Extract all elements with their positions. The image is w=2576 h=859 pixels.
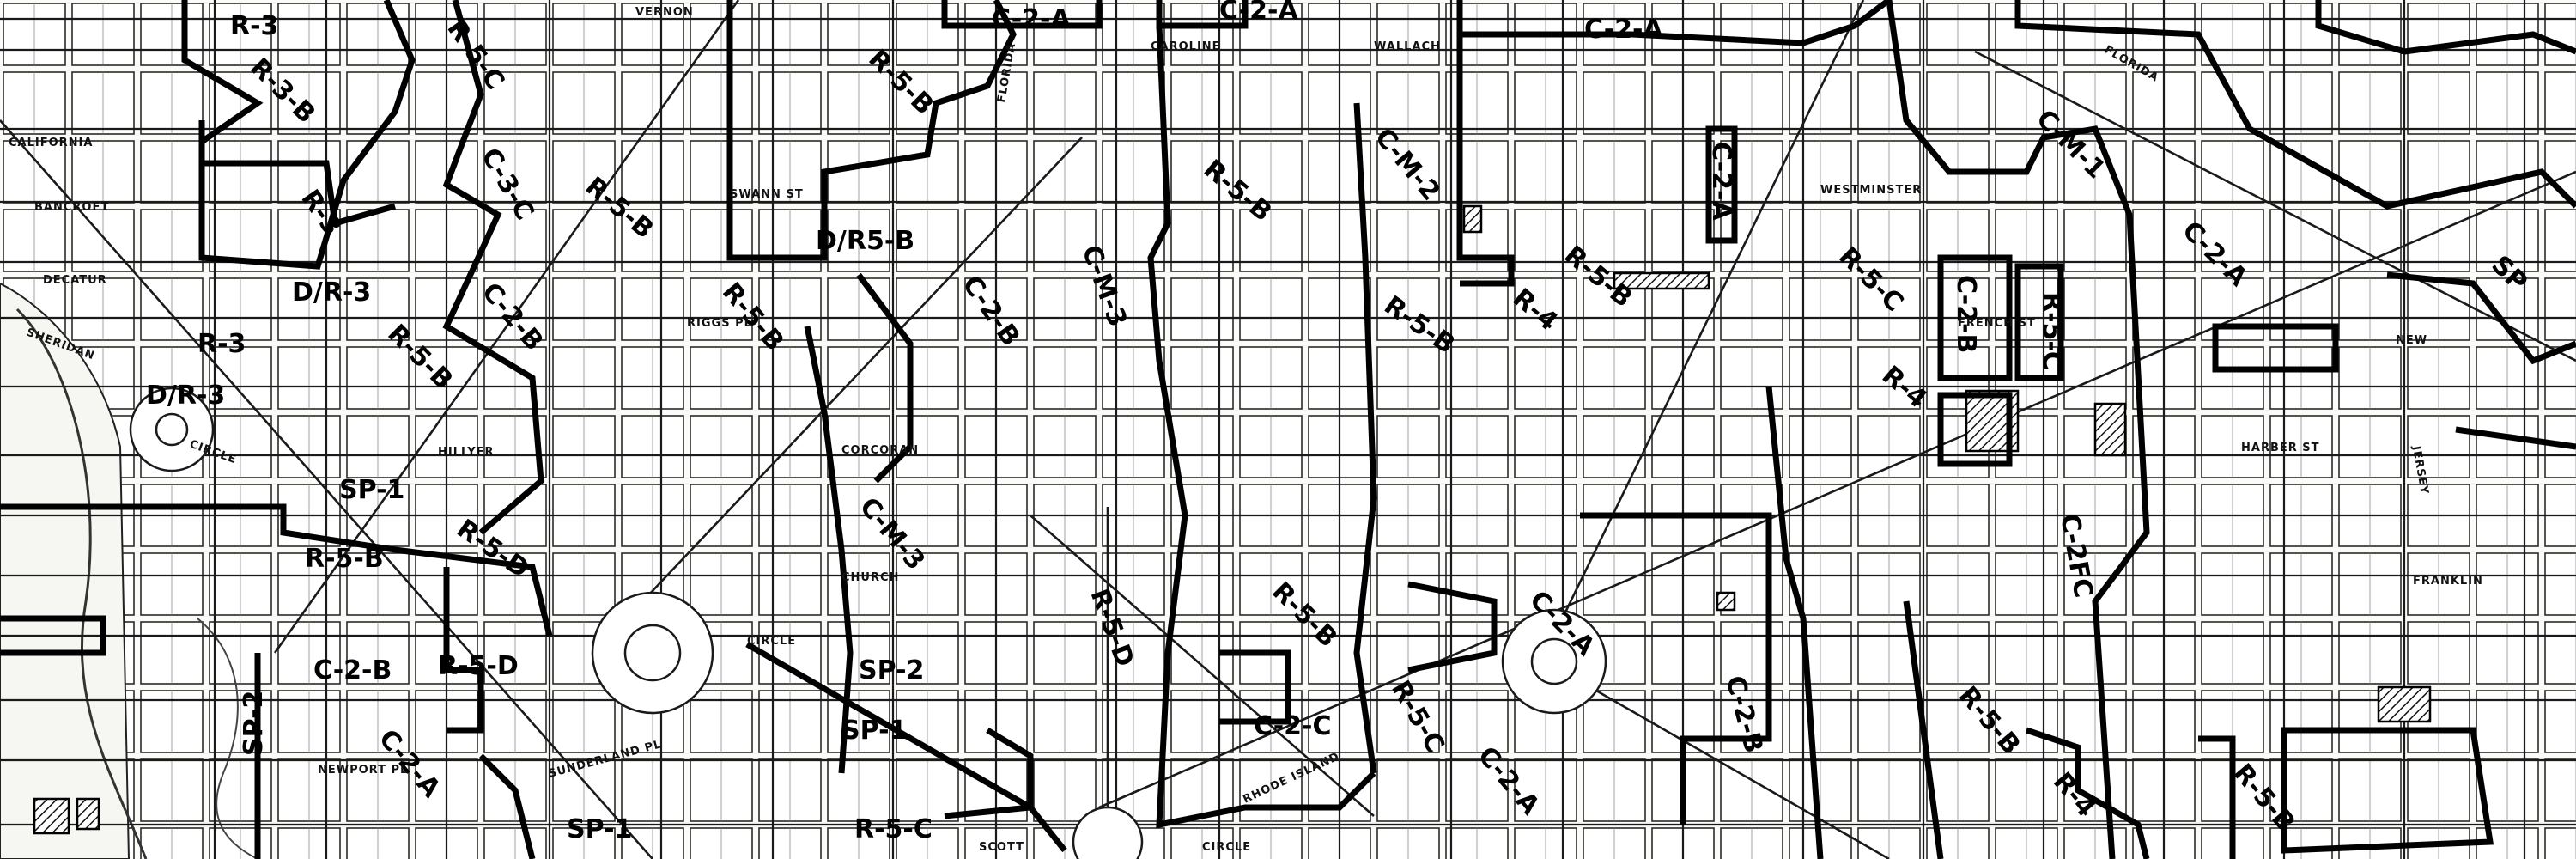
creek-line: [197, 618, 258, 859]
zone-label: C-2-A: [1584, 15, 1663, 45]
zone-label: SP-1: [841, 716, 907, 746]
street-label: SWANN ST: [730, 188, 804, 201]
street-label: CORCORAN: [841, 444, 919, 457]
zone-label: R-3: [197, 329, 246, 359]
street-label: CALIFORNIA: [9, 137, 93, 149]
zone-label: C-2-B: [1951, 275, 1981, 353]
zone-label: R-5-D: [438, 651, 519, 681]
street-label: NEW: [2396, 334, 2427, 347]
street-label: DECATUR: [43, 274, 107, 287]
street-label: RIGGS PL: [687, 317, 752, 330]
street-label: WALLACH: [1374, 40, 1441, 53]
street-label: SCOTT: [979, 841, 1024, 854]
zone-label: R-5-B: [305, 544, 384, 574]
zone-label: SP-2: [859, 655, 924, 685]
zone-label: C-2-A: [992, 4, 1071, 34]
street-label: HARBER ST: [2241, 442, 2320, 454]
zone-label: C-2-B: [313, 655, 392, 685]
zone-label: R-3: [230, 11, 278, 41]
park-road: [15, 308, 148, 859]
street-label: CHURCH: [841, 571, 899, 584]
zone-label: SP-1: [567, 814, 632, 844]
street-label: CIRCLE: [1202, 841, 1251, 854]
zone-label: R-5-C: [2037, 292, 2067, 370]
zone-label: SP-1: [339, 475, 404, 505]
street-label: VERNON: [635, 6, 694, 19]
street-label: HILLYER: [438, 446, 495, 459]
park-area: [0, 282, 131, 859]
street-label: CAROLINE: [1151, 40, 1221, 53]
zone-label: D/R5-B: [816, 226, 914, 256]
street-label: CIRCLE: [747, 635, 796, 648]
zone-label: SP-2: [239, 691, 269, 756]
zone-label: C-2-A: [1219, 0, 1298, 26]
street-label: FRENCH ST: [1958, 317, 2036, 330]
street-label: BANCROFT: [34, 201, 109, 214]
traffic-circles: [129, 387, 1607, 859]
zone-label: D/R-3: [292, 277, 371, 308]
street-label: FRANKLIN: [2413, 575, 2483, 588]
zone-label: R-5-C: [854, 814, 933, 844]
zone-label: C-2-A: [1706, 142, 1736, 221]
zone-label: C-2-C: [1254, 711, 1332, 741]
street-label: NEWPORT PL: [318, 764, 408, 777]
street-label: WESTMINSTER: [1820, 184, 1922, 197]
zone-label: D/R-3: [146, 381, 225, 411]
